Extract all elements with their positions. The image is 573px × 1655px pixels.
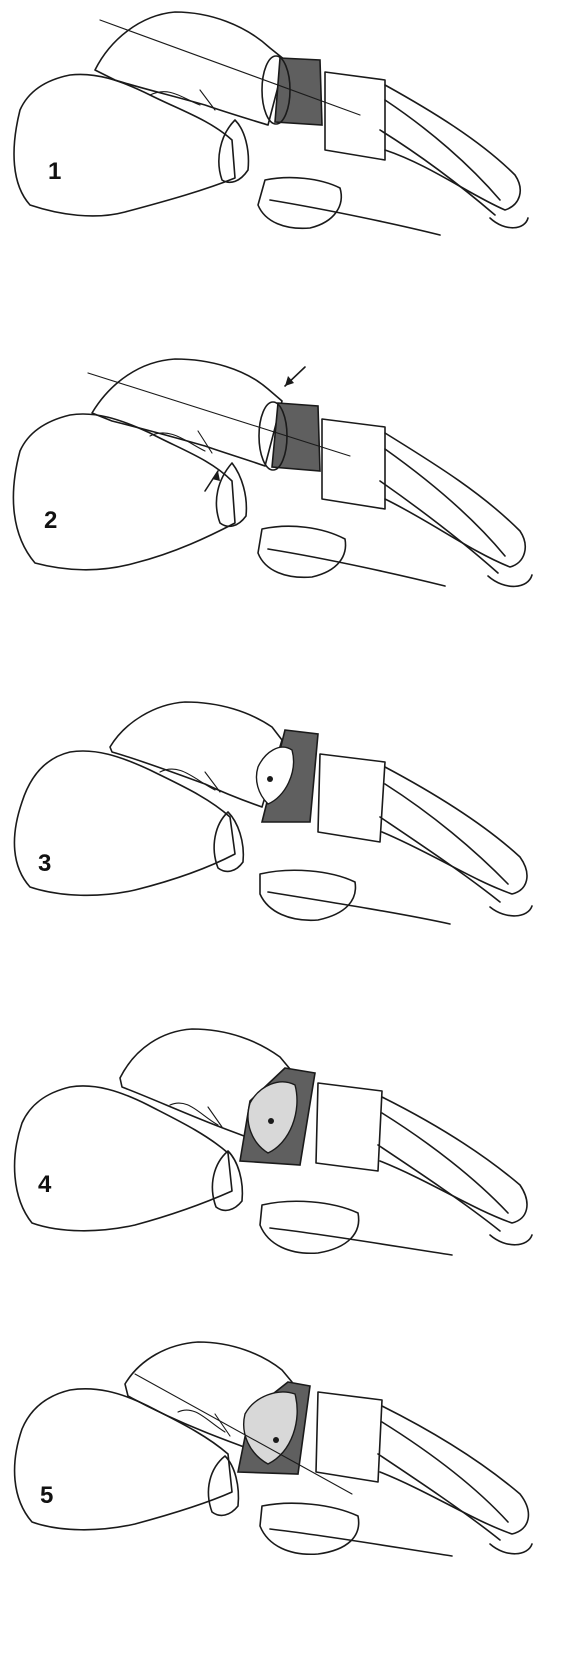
metatarsal-1	[385, 85, 520, 210]
metatarsal-2	[382, 1113, 508, 1213]
pivot-dot	[267, 776, 273, 782]
foot-panel-3: 3	[0, 662, 573, 993]
foot-skeleton-drawing-3	[0, 662, 573, 993]
panel-label-1: 1	[48, 160, 61, 184]
foot-panel-2: 2	[0, 331, 573, 662]
navicular-outline	[212, 1151, 242, 1210]
foot-skeleton-drawing-1	[0, 0, 573, 331]
foot-panel-1: 1	[0, 0, 573, 331]
plantar-line	[270, 1529, 452, 1556]
intermediate-bone	[322, 419, 385, 509]
panel-label-2: 2	[44, 509, 57, 533]
toe-tip	[490, 1235, 532, 1245]
metatarsal-2	[385, 100, 500, 200]
metatarsal-2	[382, 1422, 508, 1522]
foot-panel-4: 4	[0, 993, 573, 1324]
toe-tip	[488, 575, 532, 586]
panel-label-5: 5	[40, 1484, 53, 1508]
toe-tip	[490, 906, 532, 916]
calcaneus-outline	[15, 1086, 232, 1231]
ligament-sketch	[150, 431, 212, 453]
talus-outline	[92, 359, 282, 466]
calcaneus-outline	[14, 74, 235, 216]
cuneiform-shaded	[275, 58, 322, 125]
metatarsal-2	[385, 784, 508, 884]
compression-arrow-top-head	[285, 376, 294, 386]
cuboid-outline	[260, 1201, 359, 1253]
plantar-line	[270, 1228, 452, 1255]
cuboid-outline	[260, 870, 355, 920]
intermediate-bone	[318, 754, 385, 842]
panel-label-3: 3	[38, 852, 51, 876]
ligament-sketch	[170, 1103, 222, 1127]
cuboid-outline	[258, 526, 346, 577]
cuboid-outline	[260, 1503, 359, 1554]
pivot-dot	[268, 1118, 274, 1124]
intermediate-bone	[316, 1083, 382, 1171]
ligament-sketch	[160, 769, 220, 792]
metatarsal-1	[380, 1097, 527, 1223]
metatarsal-3	[378, 1454, 500, 1540]
foot-skeleton-drawing-5	[0, 1324, 573, 1655]
metatarsal-3	[380, 481, 498, 573]
foot-skeleton-drawing-4	[0, 993, 573, 1324]
navicular-outline	[208, 1456, 238, 1515]
cuneiform-shaded	[272, 403, 320, 471]
talus-outline	[110, 702, 282, 807]
metatarsal-1	[382, 767, 527, 894]
cuboid-outline	[258, 178, 341, 229]
panel-label-4: 4	[38, 1173, 51, 1197]
navicular-outline	[216, 463, 246, 526]
plantar-line	[268, 549, 445, 586]
plantar-line	[270, 200, 440, 235]
foot-skeleton-drawing-2	[0, 331, 573, 662]
intermediate-bone	[316, 1392, 382, 1482]
foot-panel-5: 5	[0, 1324, 573, 1655]
toe-tip	[490, 218, 528, 228]
intermediate-bone	[325, 72, 385, 160]
pivot-dot	[273, 1437, 279, 1443]
toe-tip	[490, 1544, 532, 1554]
